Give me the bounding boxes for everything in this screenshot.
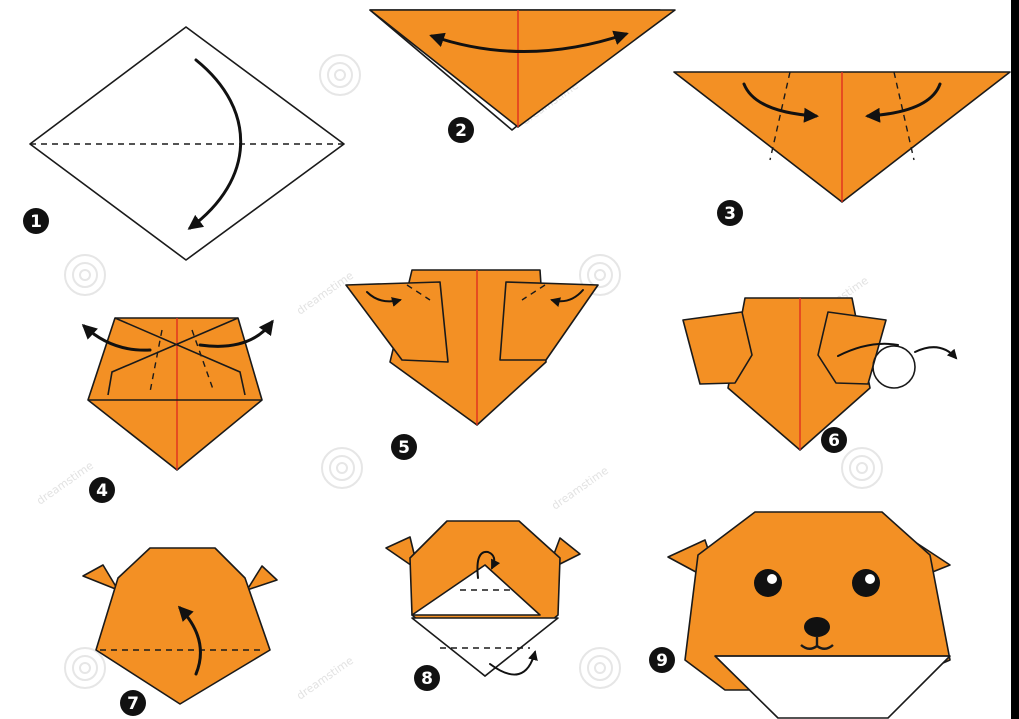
- step-number: 4: [96, 481, 108, 501]
- step-7-diagram: [83, 548, 277, 704]
- step-1-diagram: [30, 27, 344, 260]
- right-eye: [852, 569, 880, 597]
- step-5-badge: 5: [391, 434, 417, 460]
- step-2-diagram: [370, 10, 675, 130]
- left-flap: [683, 312, 752, 384]
- right-ear: [247, 566, 277, 590]
- step-5-diagram: [346, 270, 598, 425]
- step-6-diagram: [683, 298, 956, 450]
- step-number: 2: [455, 121, 467, 141]
- step-3-diagram: [674, 72, 1010, 202]
- step-7-badge: 7: [120, 690, 146, 716]
- frame-edge: [1011, 0, 1019, 719]
- left-eye-highlight: [767, 574, 777, 584]
- step-4-badge: 4: [89, 477, 115, 503]
- step-1-badge: 1: [23, 208, 49, 234]
- paper-shape: [88, 318, 262, 470]
- step-number: 6: [828, 431, 840, 451]
- step-number: 1: [30, 212, 42, 232]
- step-6-badge: 6: [821, 427, 847, 453]
- paper-head: [96, 548, 270, 704]
- turn-over-loop-icon: [873, 346, 915, 388]
- turn-over-arrow-icon: [915, 347, 956, 358]
- watermark-text: dreamstime: [294, 269, 356, 318]
- bear-muzzle: [715, 656, 950, 718]
- left-ear: [83, 565, 118, 590]
- step-4-diagram: [84, 318, 272, 470]
- left-eye: [754, 569, 782, 597]
- watermark-text: dreamstime: [294, 654, 356, 703]
- step-9-badge: 9: [649, 647, 675, 673]
- step-number: 8: [421, 669, 433, 689]
- paper-triangle: [370, 10, 675, 127]
- left-flap: [346, 282, 448, 362]
- step-number: 9: [656, 651, 668, 671]
- step-8-diagram: [386, 521, 580, 676]
- nose: [804, 617, 830, 637]
- right-eye-highlight: [865, 574, 875, 584]
- watermark-text: dreamstime: [549, 464, 611, 513]
- step-8-badge: 8: [414, 665, 440, 691]
- step-number: 7: [127, 694, 139, 714]
- step-2-badge: 2: [448, 117, 474, 143]
- step-number: 5: [398, 438, 410, 458]
- right-flap: [500, 282, 598, 360]
- step-number: 3: [724, 204, 736, 224]
- watermark-text: dreamstime: [34, 459, 96, 508]
- step-3-badge: 3: [717, 200, 743, 226]
- step-9-diagram: [668, 512, 950, 718]
